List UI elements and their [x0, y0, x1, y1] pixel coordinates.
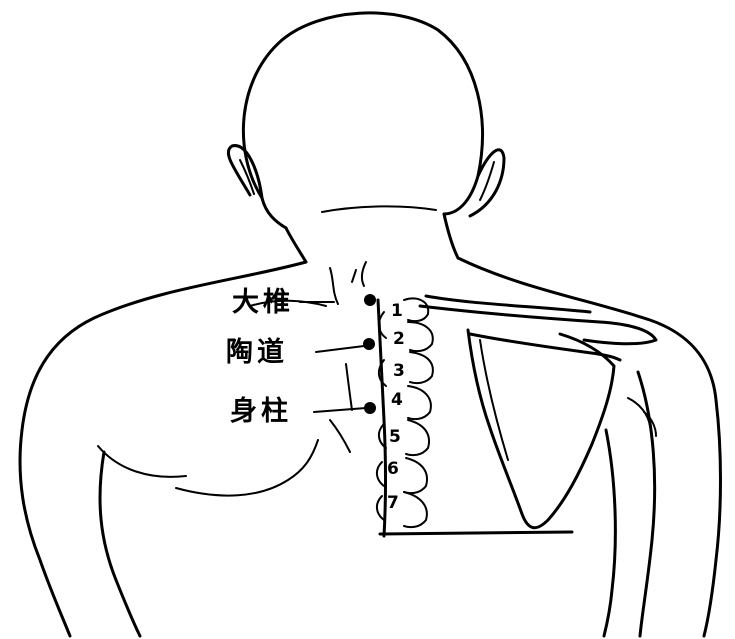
head-outline [243, 13, 482, 214]
vertebra-number-2: 2 [393, 329, 405, 349]
left-shoulder-outline [20, 262, 306, 636]
left-lat-contour [176, 440, 318, 496]
hairline [322, 206, 436, 212]
right-arm-inner [638, 372, 655, 636]
vertebra-contour-7 [404, 492, 427, 527]
vertebra-contour-4 [408, 386, 431, 419]
leader-line-taodao [316, 346, 364, 352]
leader-line-shenzhu [314, 408, 366, 412]
vertebra-number-5: 5 [389, 427, 401, 447]
vertebra-number-6: 6 [387, 459, 399, 479]
vertebra-contour-6 [404, 458, 427, 493]
vertebra-contour-2 [408, 322, 433, 351]
vertebra-base-line [380, 532, 572, 534]
midline-marks-upper [330, 262, 366, 304]
acupoint-dot-shenzhu [364, 402, 376, 414]
acupoint-dot-taodao [363, 338, 375, 350]
left-arm-crease [100, 452, 140, 636]
midline-marks-lower [330, 364, 352, 452]
neck-left [286, 228, 306, 262]
acupoint-label-dazhui: 大椎 [232, 289, 294, 316]
left-deltoid-line [98, 446, 186, 477]
vertebra-contour-5 [406, 420, 429, 455]
vertebra-number-7: 7 [387, 493, 399, 513]
vertebra-number-1: 1 [391, 301, 403, 321]
scapula-outline [468, 330, 614, 528]
vertebra-number-3: 3 [393, 361, 405, 381]
acupoint-label-taodao: 陶道 [226, 339, 288, 366]
acupoint-dot-dazhui [364, 294, 376, 306]
acupoint-label-shenzhu: 身柱 [230, 398, 292, 425]
vertebra-contour-1 [404, 299, 428, 322]
right-arm-crease [604, 430, 615, 636]
scapula-spine [470, 334, 620, 360]
vertebra-number-4: 4 [391, 390, 403, 410]
neck-right [444, 214, 458, 258]
vertebra-contour-3 [410, 352, 433, 383]
